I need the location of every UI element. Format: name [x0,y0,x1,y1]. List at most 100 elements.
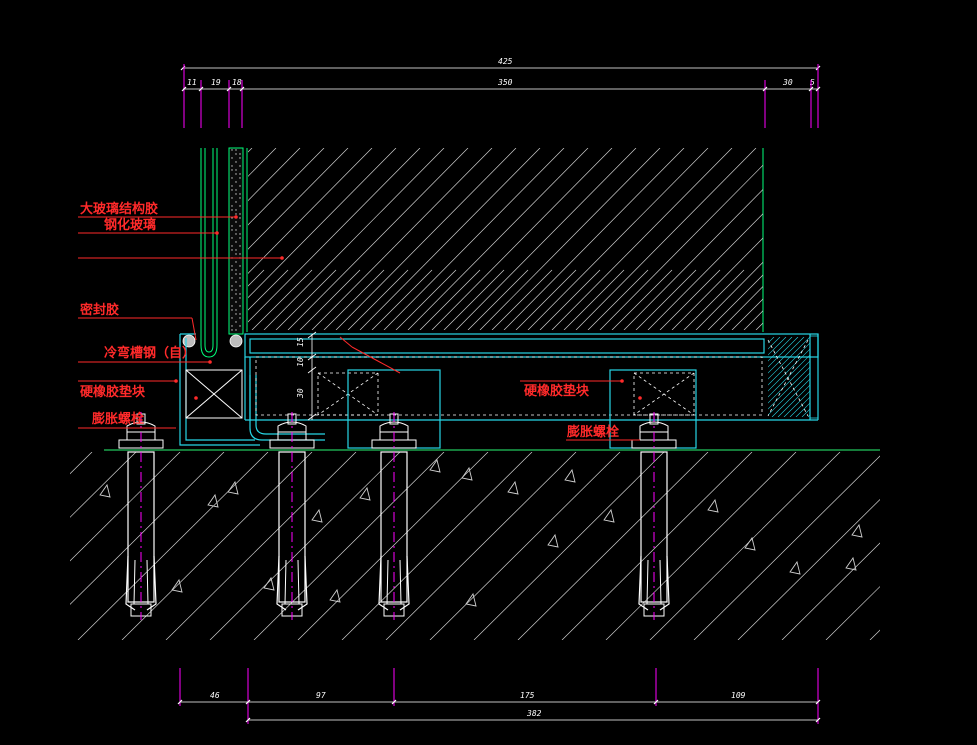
glass-hatch-short [828,270,888,330]
top-dimension-350: 350 [497,78,513,87]
top-dimension-5: 5 [810,78,815,87]
section-dimension-15: 15 [296,337,305,347]
glass-hatch-short [683,269,745,330]
bolt-sleeve [276,555,308,611]
silicone-dot [239,273,241,275]
silicone-dot [231,197,233,199]
concrete-hatch-line [0,452,48,640]
silicone-dot [231,177,233,179]
block-hatch-line [768,337,799,368]
silicone-dot [239,185,241,187]
glass-hatch-short [948,270,977,330]
concrete-hatch-line [385,452,577,640]
glass-hatch-line [792,148,972,330]
silicone-dot [231,317,233,319]
silicone-dot [239,293,241,295]
silicone-dot [231,237,233,239]
bolt-sleeve [638,555,670,611]
expansion-bolt-1 [118,412,164,620]
silicone-dot [231,157,233,159]
glass-hatch-line [455,148,637,330]
left-label-leaders [78,216,282,429]
silicone-dot [235,329,237,331]
bottom-dimension-46: 46 [210,691,220,700]
concrete-hatch-line [70,452,137,518]
dashed-hidden-lines [255,339,809,417]
silicone-dot [235,293,237,295]
silicone-dot [239,317,241,319]
expansion-bolt-3 [371,412,417,620]
glass-hatch-line [248,148,277,177]
glass-hatch-short [972,270,977,330]
bolt-sleeve [125,555,157,611]
concrete-aggregate [744,536,756,551]
glass-hatch-line [479,148,661,330]
silicone-dot [235,173,237,175]
concrete-aggregate [329,588,341,603]
nut [639,421,669,441]
silicone-dot [235,241,237,243]
glass-hatch-line [575,148,757,330]
label-tempered-glass: 钢化玻璃 [104,217,156,233]
large-glass-pane [84,148,977,332]
silicone-dot [235,149,237,151]
silicone-dot [239,233,241,235]
concrete-aggregate [359,486,371,501]
glass-hatch-line [719,286,763,330]
concrete-aggregate [465,592,477,607]
structural-silicone-strip [228,147,244,335]
silicone-dot [235,289,237,291]
expansion-bolts [118,412,677,620]
glass-hatch-short [924,270,977,330]
label-expansion-bolt-left: 膨胀螺栓 [91,411,144,427]
glass-hatch-line [503,148,685,330]
tempered-glass-fin [200,148,218,358]
right-label-leaders [520,380,640,441]
glass-hatch-short [248,269,289,311]
silicone-dot [231,217,233,219]
concrete-aggregate [461,466,473,481]
glass-hatch-line [431,148,613,330]
top-dimension-18: 18 [232,78,242,87]
silicone-dot [231,185,233,187]
glass-hatch-short [755,322,763,330]
silicone-dot [235,161,237,163]
bolt-sleeve [378,555,410,611]
glass-hatch-line [248,148,373,274]
bottom-dimension-175: 175 [520,691,535,700]
silicone-dot [231,225,233,227]
top-dimension-30: 30 [782,78,793,87]
concrete-hatch-line [429,452,621,640]
block-hatch-line [768,337,781,350]
expansion-bolt-2 [269,412,315,620]
silicone-dot [239,225,241,227]
block-hatch-line [838,337,918,417]
glass-hatch-line [816,148,977,330]
silicone-dot [239,313,241,315]
silicone-dot [239,253,241,255]
concrete-hatch-line [605,452,797,640]
silicone-dot [231,205,233,207]
silicone-dot [235,233,237,235]
silicone-dot [235,321,237,323]
glass-hatch-line [248,148,325,226]
bottom-dimension-lines [177,699,821,723]
concrete-hatch-line [649,452,841,640]
concrete-aggregate [171,578,183,593]
concrete-aggregate [311,508,323,523]
glass-hatch-line [936,148,977,330]
glass-hatch-line [248,148,349,250]
top-overall-dimension: 425 [498,57,513,66]
block-hatch-line [777,384,810,417]
silicone-dot [235,261,237,263]
top-dimension-19: 19 [211,78,221,87]
silicone-dot [231,277,233,279]
block-hatch-line [771,378,810,417]
glass-hatch-short [84,270,144,330]
label-rubber-pad-right: 硬橡胶垫块 [524,383,590,399]
glass-hatch-line [623,188,763,330]
glass-hatch-line [311,148,493,330]
silicone-dot [231,165,233,167]
concrete-aggregate [851,523,863,538]
glass-hatch-short [467,269,529,330]
